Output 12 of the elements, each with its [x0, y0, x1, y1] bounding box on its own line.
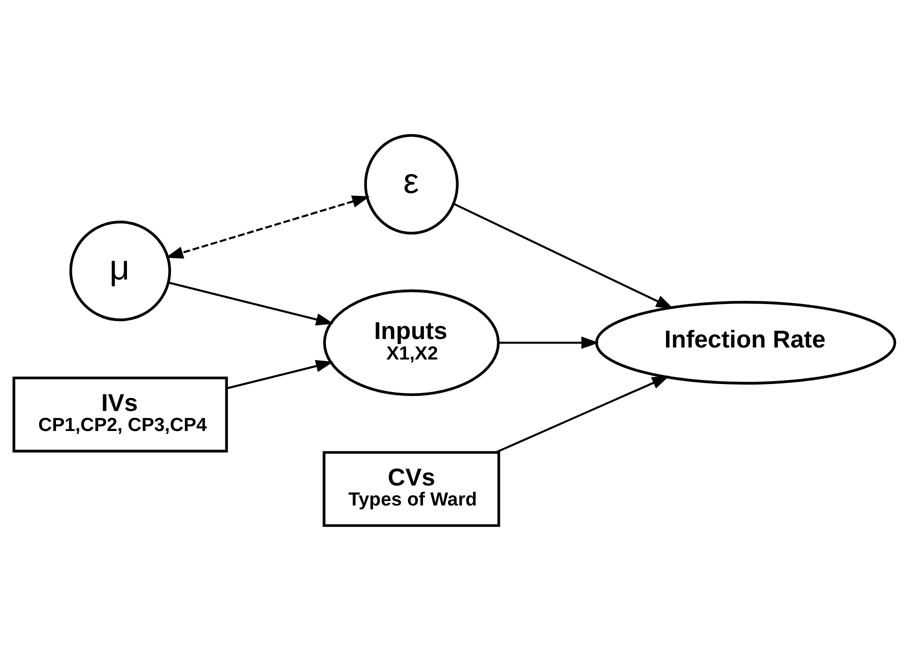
node-circle: μ	[69, 220, 172, 321]
arrow	[168, 281, 334, 325]
node-ellipse: Infection Rate	[595, 300, 896, 384]
node-box: IVs CP1,CP2, CP3,CP4	[12, 376, 228, 452]
arrow	[498, 336, 599, 348]
arrow	[226, 360, 334, 389]
node-circle: ε	[364, 133, 459, 234]
node-ellipse: Inputs X1,X2	[323, 288, 500, 396]
arrow	[496, 375, 670, 453]
node-box: CVs Types of Ward	[322, 450, 500, 526]
arrow	[166, 195, 370, 258]
arrow	[454, 202, 674, 308]
